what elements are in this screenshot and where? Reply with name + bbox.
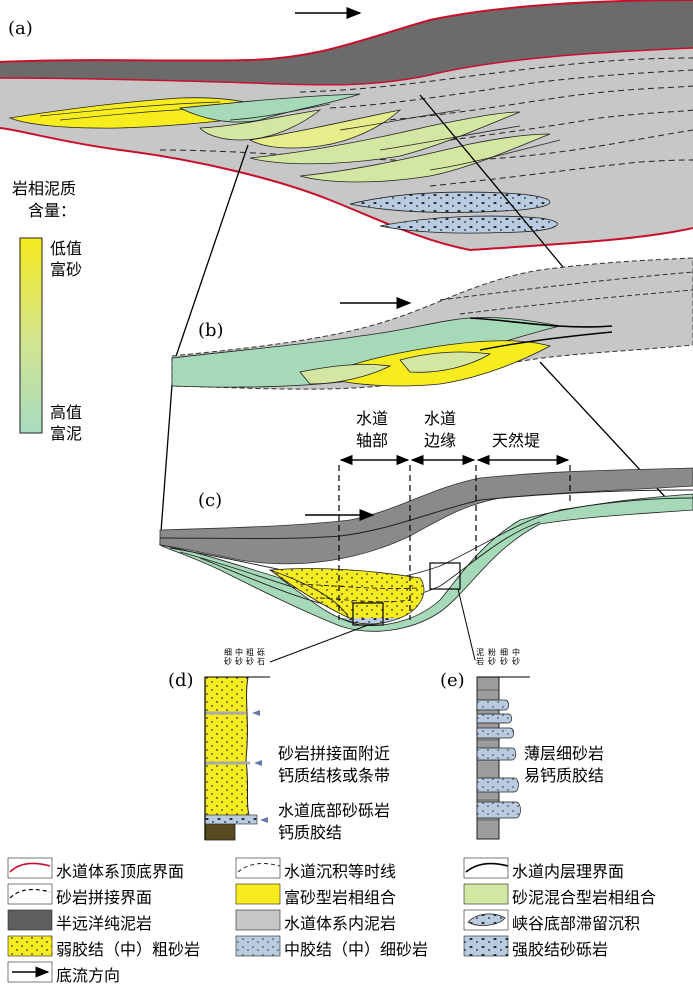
panel-a-cross-section — [0, 0, 693, 369]
e-note-line1: 薄层细砂岩 — [524, 744, 605, 763]
scale-high-line2: 富泥 — [50, 424, 83, 443]
scale-high-line1: 高值 — [50, 403, 83, 422]
hemipelagic-mud-layer — [0, 0, 693, 85]
dotted-yellow-box-icon — [7, 935, 53, 957]
bottom-boundary — [0, 127, 693, 252]
legend-label-strong-cement: 强胶结砂砾岩 — [512, 940, 609, 959]
e-grain-fine: 细砂 — [500, 648, 508, 666]
legend-symbols — [7, 857, 509, 983]
legend-label-hemipelagic: 半远洋纯泥岩 — [56, 914, 153, 933]
zone-levee: 天然堤 — [492, 431, 541, 450]
zone-margin-line1: 水道 — [424, 409, 457, 428]
zone-axis-line2: 轴部 — [356, 431, 389, 450]
zone-margin-line2: 边缘 — [424, 431, 457, 450]
legend-label-isochrone: 水道沉积等时线 — [284, 862, 397, 881]
legend-label-medium-cement: 中胶结（中）细砂岩 — [284, 940, 429, 959]
column-e-log — [476, 676, 530, 840]
legend-label-flow-direction: 底流方向 — [56, 966, 121, 985]
panel-c-cross-section — [159, 454, 693, 663]
legend-label-mixed: 砂泥混合型岩相组合 — [512, 888, 657, 907]
panel-label-b: (b) — [198, 320, 224, 341]
d-note2-line1: 水道底部砂砾岩 — [278, 801, 391, 820]
legend-label-internal-bedding: 水道内层理界面 — [512, 862, 625, 881]
d-note1-line1: 砂岩拼接面附近 — [278, 744, 391, 763]
legend-label-amalgamation-surface: 砂岩拼接界面 — [56, 888, 153, 907]
gray-box-icon — [235, 909, 281, 931]
pebbly-blue-box-icon — [463, 935, 509, 957]
panel-b-cross-section — [159, 257, 693, 546]
isochrone-lines — [159, 57, 693, 187]
black-curve-icon — [465, 862, 509, 873]
top-boundary — [0, 0, 693, 63]
zone-axis-line1: 水道 — [356, 409, 389, 428]
mixed-facies-wedges — [178, 93, 561, 183]
scale-low-line2: 富砂 — [50, 260, 83, 279]
panel-label-a: (a) — [8, 18, 33, 39]
d-grain-coarse: 粗砂 — [246, 648, 254, 666]
d-grain-medium: 中砂 — [235, 648, 243, 666]
panel-label-e: (e) — [440, 670, 465, 691]
dotted-blue-box-icon — [235, 935, 281, 957]
panel-label-d: (d) — [168, 670, 194, 691]
legend-label-weak-cement: 弱胶结（中）粗砂岩 — [56, 940, 201, 959]
panel-c-mud — [159, 467, 693, 565]
darkgray-box-icon — [7, 909, 53, 931]
legend-label-sand-rich: 富砂型岩相组合 — [284, 888, 397, 907]
e-grain-medium: 中砂 — [512, 648, 520, 666]
dashed-black-curve-icon — [9, 888, 51, 899]
column-d-log — [204, 676, 270, 841]
d-note1-line2: 钙质结核或条带 — [278, 766, 391, 785]
e-grain-silt: 粉砂 — [488, 648, 496, 666]
dashed-curve-icon — [237, 863, 281, 873]
red-curve-icon — [9, 862, 51, 873]
scale-low-line1: 低值 — [50, 239, 83, 258]
d-note2-line2: 钙质胶结 — [278, 823, 343, 842]
e-note-line2: 易钙质胶结 — [524, 766, 605, 785]
legend-label-channel-mud: 水道体系内泥岩 — [284, 914, 397, 933]
canyon-lag-deposits — [349, 191, 558, 234]
e-grain-mud: 泥岩 — [476, 648, 484, 666]
d-grain-gravel: 砾石 — [257, 648, 265, 666]
panel-label-c: (c) — [198, 490, 223, 511]
scale-title-line1: 岩相泥质 — [12, 179, 77, 198]
yellow-box-icon — [235, 883, 281, 905]
legend-label-canyon-lag: 峡谷底部滞留沉积 — [512, 914, 641, 933]
scale-title-line2: 含量： — [28, 201, 77, 220]
d-grain-fine: 细砂 — [224, 648, 232, 666]
sample-box-e — [429, 562, 461, 590]
lightgreen-box-icon — [463, 883, 509, 905]
mud-content-scale-bar — [19, 237, 43, 434]
top-boundary-lower — [0, 47, 693, 86]
panel-c-channel-fill — [268, 568, 425, 623]
lens-icon — [467, 913, 506, 926]
legend-label-top-bottom-boundary: 水道体系顶底界面 — [56, 862, 185, 881]
